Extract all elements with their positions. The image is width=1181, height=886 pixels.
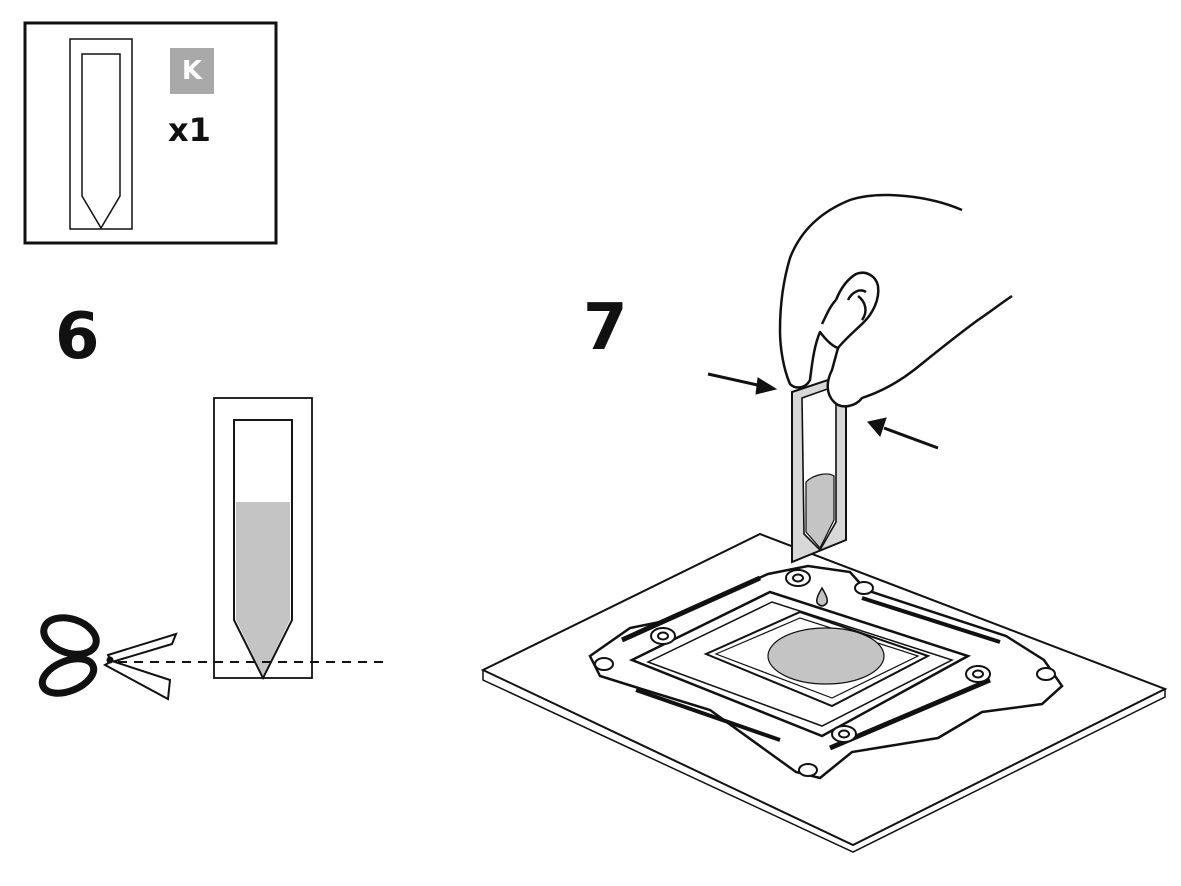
step-number-7: 7	[583, 291, 628, 365]
kit-quantity: x1	[168, 111, 211, 149]
kit-frame	[23, 21, 278, 245]
paste-droplet	[816, 586, 828, 607]
packet-icon	[69, 38, 133, 230]
scissors-icon	[38, 614, 178, 701]
step-number-6: 6	[55, 300, 100, 374]
kit-contents-box	[23, 21, 278, 245]
squeezed-packet	[791, 372, 847, 564]
step7-illustration	[480, 193, 1168, 853]
cpu-socket	[588, 564, 1064, 780]
kit-badge-letter: K	[170, 48, 214, 94]
step6-illustration	[38, 397, 386, 701]
hand-icon	[778, 193, 1013, 408]
paste-blob	[767, 627, 885, 685]
squeeze-arrows	[707, 372, 939, 450]
thermal-paste-fill	[236, 502, 290, 676]
